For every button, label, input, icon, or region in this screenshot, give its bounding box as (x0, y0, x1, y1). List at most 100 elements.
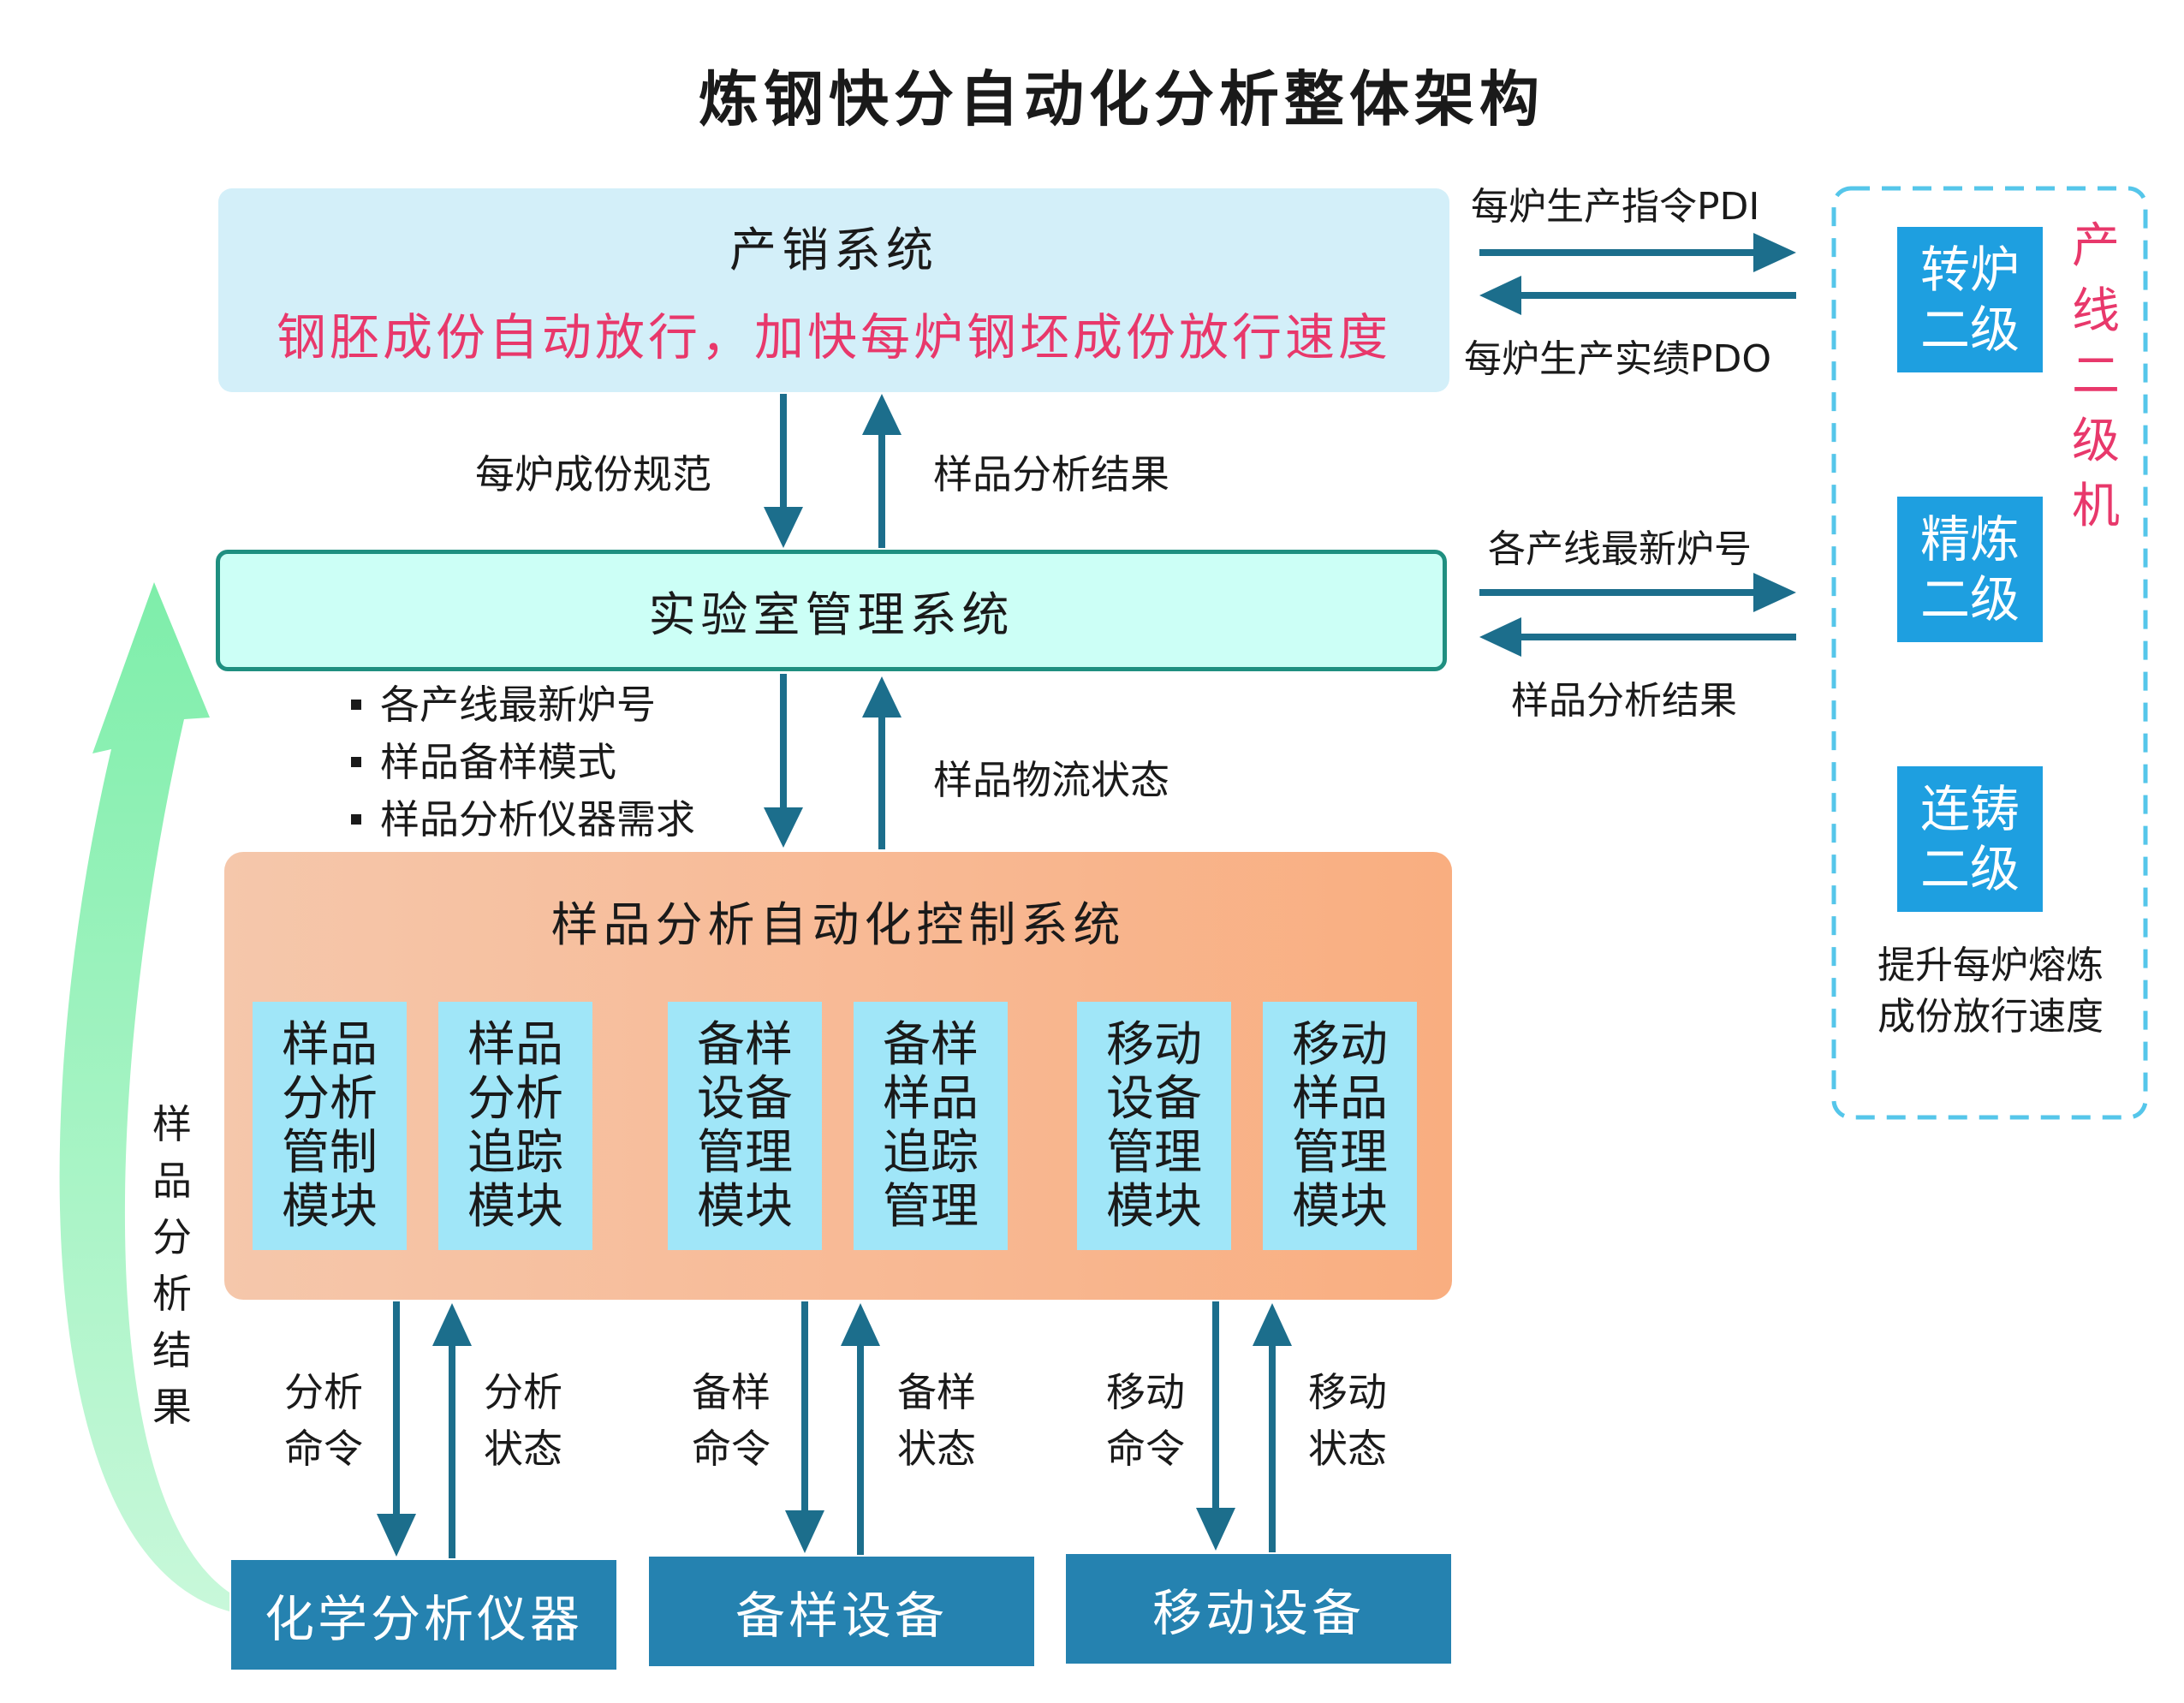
improve-note: 提升每炉熔炼 成份放行速度 (1841, 940, 2140, 1043)
label-char: 机 (2072, 479, 2120, 534)
module-line: 管理 (1292, 1125, 1388, 1181)
list-item-text: 样品分析仪器需求 (380, 796, 695, 843)
label-analysis-result-up: 样品分析结果 (933, 451, 1169, 497)
equipment-sample-prep: 备样设备 (649, 1557, 1034, 1666)
module-line: 备样 (883, 1017, 979, 1073)
label-line: 命令 (692, 1426, 771, 1472)
module-line: 追踪 (883, 1125, 979, 1181)
module-line: 备样 (697, 1017, 793, 1073)
module-line: 模块 (282, 1179, 378, 1235)
module-line: 模块 (1106, 1179, 1202, 1235)
label-spec-per-heat: 每炉成份规范 (475, 451, 711, 497)
module-line: 分析 (282, 1071, 378, 1127)
module-line: 管制 (282, 1125, 378, 1181)
improve-line: 成份放行速度 (1878, 995, 2104, 1039)
arrow-move-status (1253, 1303, 1292, 1552)
module-line: 设备 (697, 1071, 793, 1127)
label-feedback-result: 样 品 分 析 结 果 (152, 1096, 192, 1435)
arrow-analysis-cmd (377, 1301, 416, 1557)
list-item: 样品分析仪器需求 (351, 791, 695, 849)
label-char: 品 (152, 1158, 192, 1204)
label-line: 命令 (284, 1426, 363, 1472)
arrow-lims-to-auto (764, 674, 803, 848)
label-line: 分析 (484, 1369, 562, 1415)
label-char: 产 (2072, 218, 2120, 274)
sales-system-subtitle: 钢胚成份自动放行，加快每炉钢坯成份放行速度 (276, 308, 1391, 366)
label-prep-status: 备样 状态 (897, 1364, 976, 1477)
module-sample-analysis-tracking: 样品 分析 追踪 模块 (438, 1002, 592, 1250)
arrow-prep-cmd (785, 1301, 824, 1553)
equipment-chemical-analyzer: 化学分析仪器 (231, 1560, 616, 1670)
sales-system-box: 产销系统 钢胚成份自动放行，加快每炉钢坯成份放行速度 (218, 188, 1449, 392)
list-item: 样品备样模式 (351, 734, 695, 791)
module-line: 管理 (1106, 1125, 1202, 1181)
equipment-name: 化学分析仪器 (264, 1590, 583, 1648)
arrow-analysis-status (432, 1303, 472, 1558)
arrow-move-cmd (1196, 1301, 1235, 1551)
page-title: 炼钢快分自动化分析整体架构 (699, 64, 1544, 134)
arrow-auto-to-lims (862, 676, 902, 849)
label-analysis-result-l2: 样品分析结果 (1511, 679, 1737, 723)
lims-to-auto-list: 各产线最新炉号 样品备样模式 样品分析仪器需求 (351, 676, 695, 849)
label-line: 命令 (1106, 1426, 1185, 1472)
module-line: 模块 (1292, 1179, 1388, 1235)
label-line: 移动 (1308, 1369, 1387, 1415)
label-line: 备样 (692, 1369, 771, 1415)
level2-converter: 转炉 二级 (1897, 227, 2043, 372)
equipment-name: 备样设备 (735, 1587, 948, 1645)
automation-system-box: 样品分析自动化控制系统 样品 分析 管制 模块 样品 分析 追踪 模块 备样 设… (224, 852, 1452, 1300)
automation-system-name: 样品分析自动化控制系统 (550, 897, 1126, 952)
feedback-curve-arrow (59, 582, 229, 1611)
arrow-pdo (1479, 276, 1796, 315)
level2-line: 二级 (1919, 840, 2020, 898)
arrow-result-to-l2 (1479, 617, 1796, 657)
arrow-pdi (1479, 233, 1796, 272)
module-prep-sample-tracking: 备样 样品 追踪 管理 (854, 1002, 1008, 1250)
production-line-label: 产 线 二 级 机 (2072, 214, 2120, 539)
module-line: 设备 (1106, 1071, 1202, 1127)
module-sample-analysis-control: 样品 分析 管制 模块 (253, 1002, 407, 1250)
module-line: 模块 (697, 1179, 793, 1235)
level2-line: 二级 (1919, 570, 2020, 628)
equipment-mobile: 移动设备 (1066, 1554, 1451, 1664)
module-line: 分析 (467, 1071, 563, 1127)
arrow-prep-status (841, 1303, 880, 1555)
label-char: 结 (152, 1327, 192, 1373)
level2-casting: 连铸 二级 (1897, 766, 2043, 912)
lims-name: 实验室管理系统 (648, 587, 1015, 642)
module-line: 移动 (1292, 1017, 1388, 1073)
list-item-text: 样品备样模式 (380, 739, 616, 785)
arrow-lims-to-sales (862, 394, 902, 548)
label-line: 备样 (897, 1369, 976, 1415)
label-char: 果 (152, 1384, 192, 1430)
module-prep-equipment-management: 备样 设备 管理 模块 (668, 1002, 822, 1250)
lims-box: 实验室管理系统 (216, 550, 1447, 671)
level2-refining: 精炼 二级 (1897, 497, 2043, 642)
module-line: 移动 (1106, 1017, 1202, 1073)
label-move-status: 移动 状态 (1308, 1364, 1387, 1477)
label-line: 分析 (284, 1369, 363, 1415)
level2-line: 精炼 (1919, 510, 2020, 569)
label-line: 状态 (1308, 1426, 1387, 1472)
level2-line: 连铸 (1919, 780, 2020, 838)
arrow-sales-to-lims (764, 394, 803, 548)
list-item: 各产线最新炉号 (351, 676, 695, 734)
module-mobile-sample-management: 移动 样品 管理 模块 (1263, 1002, 1417, 1250)
module-line: 追踪 (467, 1125, 563, 1181)
label-pdo: 每炉生产实绩PDO (1464, 337, 1772, 381)
label-char: 级 (2072, 414, 2120, 469)
label-move-cmd: 移动 命令 (1106, 1364, 1185, 1477)
label-analysis-status: 分析 状态 (484, 1364, 562, 1477)
module-line: 模块 (467, 1179, 563, 1235)
sales-system-name: 产销系统 (729, 223, 938, 277)
module-line: 样品 (282, 1017, 378, 1073)
level2-line: 转炉 (1919, 241, 2020, 299)
module-line: 样品 (1292, 1071, 1388, 1127)
improve-line: 提升每炉熔炼 (1878, 944, 2104, 987)
label-char: 分 (152, 1214, 192, 1260)
module-line: 样品 (883, 1071, 979, 1127)
label-char: 线 (2072, 283, 2120, 339)
label-char: 二 (2072, 348, 2120, 404)
module-mobile-equipment-management: 移动 设备 管理 模块 (1077, 1002, 1231, 1250)
label-line: 状态 (484, 1426, 562, 1472)
